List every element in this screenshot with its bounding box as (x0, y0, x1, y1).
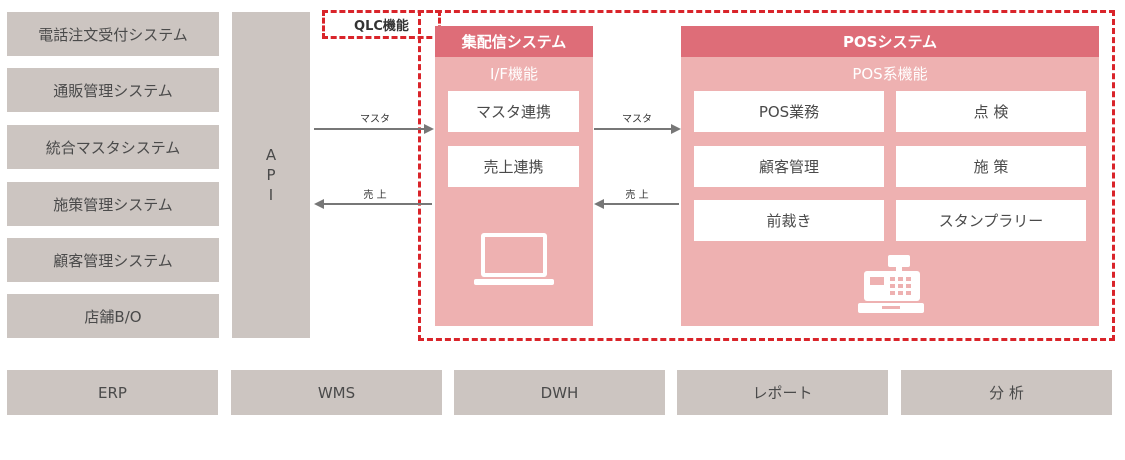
sales-link-box: 売上連携 (448, 146, 579, 187)
master-link-box: マスタ連携 (448, 91, 579, 132)
api-column: A P I (232, 12, 310, 338)
pos-item-promotion: 施 策 (896, 146, 1086, 187)
qlc-boundary (418, 10, 1115, 341)
pos-item-customer-management: 顧客管理 (694, 146, 884, 187)
cash-register-icon (858, 255, 924, 313)
pos-system-title: POSシステム (681, 26, 1099, 57)
pos-item-inspection: 点 検 (896, 91, 1086, 132)
left-system-phone-order: 電話注文受付システム (7, 12, 219, 56)
pos-subtitle: POS系機能 (852, 64, 928, 83)
bottom-system-wms: WMS (231, 370, 442, 415)
bottom-system-dwh: DWH (454, 370, 665, 415)
left-system-promotion: 施策管理システム (7, 182, 219, 226)
api-letter-a: A (265, 146, 277, 164)
bottom-system-report: レポート (677, 370, 888, 415)
api-letter-p: P (266, 166, 276, 184)
arrow-label-master-right: マスタ (622, 114, 652, 125)
api-letter-i: I (268, 186, 274, 204)
bottom-system-analysis: 分 析 (901, 370, 1112, 415)
bottom-system-erp: ERP (7, 370, 218, 415)
distribution-subtitle: I/F機能 (489, 64, 539, 83)
pos-item-pos-operations: POS業務 (694, 91, 884, 132)
left-system-customer: 顧客管理システム (7, 238, 219, 282)
arrow-label-sales-right: 売 上 (625, 190, 649, 201)
distribution-system-title: 集配信システム (435, 26, 593, 57)
arrow-label-master-left: マスタ (360, 114, 390, 125)
qlc-label: QLC機能 (354, 19, 409, 34)
laptop-icon (474, 233, 554, 285)
left-system-store-bo: 店舗B/O (7, 294, 219, 338)
qlc-label-frame (322, 10, 441, 39)
pos-item-stamp-rally: スタンプラリー (896, 200, 1086, 241)
left-system-master: 統合マスタシステム (7, 125, 219, 169)
left-system-mail-order: 通販管理システム (7, 68, 219, 112)
arrow-label-sales-left: 売 上 (363, 190, 387, 201)
pos-item-pre-processing: 前裁き (694, 200, 884, 241)
